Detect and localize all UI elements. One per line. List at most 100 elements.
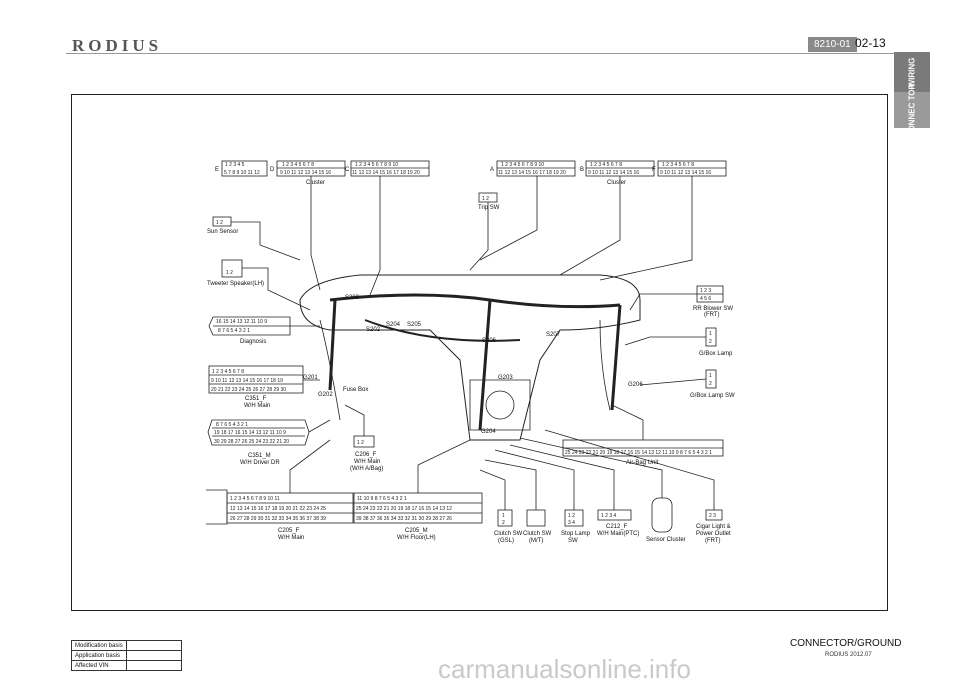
connector-sensor-cluster (651, 497, 673, 533)
svg-text:11 10 9 8 7 6 5 4 3 2 1: 11 10 9 8 7 6 5 4 3 2 1 (357, 496, 407, 502)
svg-text:1: 1 (709, 373, 712, 379)
label-c205f-2: W/H Main (278, 535, 304, 541)
svg-text:25 24 23 22 21 20 19 18 17 16: 25 24 23 22 21 20 19 18 17 16 15 14 13 1… (565, 450, 712, 456)
svg-text:9 10 11 12 13 14 15 16: 9 10 11 12 13 14 15 16 (280, 170, 331, 176)
label-stop-lamp-2: SW (568, 538, 578, 544)
label-cluster-left: Cluster (306, 180, 325, 186)
app-basis-label: Application basis (71, 650, 127, 661)
svg-text:5 7 8 9 10 11 12: 5 7 8 9 10 11 12 (224, 170, 260, 176)
connector-c (350, 160, 430, 177)
label-c206f: C206_F (355, 452, 377, 458)
svg-text:8 7 6 5 4 3 2 1: 8 7 6 5 4 3 2 1 (218, 328, 250, 334)
label-f: F (652, 167, 656, 173)
svg-text:11 12 13 14 15 16 17 18 19 20: 11 12 13 14 15 16 17 18 19 20 (498, 170, 566, 176)
connector-clutch-gsl (497, 509, 513, 527)
svg-text:39 38 37 36 35 34 33 32 31 30: 39 38 37 36 35 34 33 32 31 30 29 28 27 2… (356, 516, 452, 522)
label-cigar-2: Power Outlet (696, 531, 731, 537)
svg-text:3 4: 3 4 (568, 520, 575, 526)
label-trip-sw: Trip SW (478, 205, 500, 211)
label-stop-lamp: Stop Lamp (561, 531, 591, 537)
svg-text:9 10 11 12 13 14 15 16 17 18 1: 9 10 11 12 13 14 15 16 17 18 19 (211, 378, 283, 384)
svg-text:1 2 3 4 5: 1 2 3 4 5 (225, 162, 245, 168)
connector-c212f (597, 509, 632, 521)
label-sensor-cluster: Sensor Cluster (646, 537, 686, 543)
label-s202: S202 (366, 327, 381, 333)
label-c205m: C205_M (405, 528, 428, 534)
mod-basis-label: Modification basis (71, 640, 127, 651)
diagram-frame (71, 94, 888, 611)
svg-text:1 2 3 4 5 6 7 8: 1 2 3 4 5 6 7 8 (212, 369, 244, 375)
connector-c351m (207, 419, 310, 446)
affected-vin-label: Affected VIN (71, 660, 127, 671)
label-a: A (490, 167, 494, 173)
label-s204: S204 (386, 322, 401, 328)
svg-text:16 15 14 13 12 11 10 9: 16 15 14 13 12 11 10 9 (216, 319, 267, 325)
label-sun-sensor: Sun Sensor (207, 229, 238, 235)
svg-text:30 29 28 27 26 25 24 23 22 21: 30 29 28 27 26 25 24 23 22 21 20 (214, 439, 289, 445)
svg-text:11 12 13 14 15 16 17 18 19 20: 11 12 13 14 15 16 17 18 19 20 (352, 170, 420, 176)
connector-c351f (208, 365, 304, 394)
connector-sun-sensor (212, 216, 232, 227)
label-d: D (270, 167, 275, 173)
page-number: 02-13 (855, 36, 886, 50)
label-s206: S206 (482, 338, 497, 344)
label-clutch-mt-2: (M/T) (529, 538, 543, 544)
tab-wiring[interactable]: WIRING (894, 52, 930, 92)
svg-text:19 18 17 16 15 14 13 12 11 10: 19 18 17 16 15 14 13 12 11 10 9 (214, 430, 286, 436)
label-clutch-mt: Clutch SW (523, 531, 552, 537)
brand-logo: RODIUS (72, 36, 163, 55)
svg-text:1 2: 1 2 (216, 220, 223, 226)
svg-text:26 27 28 29 30 31 32 33 34 35: 26 27 28 29 30 31 32 33 34 35 36 37 38 3… (230, 516, 326, 522)
label-gbox-sw: G/Box Lamp SW (690, 393, 735, 399)
label-c351m-2: W/H Driver DR (240, 460, 280, 466)
svg-text:1 2 3 4 5 6 7 8 9 10: 1 2 3 4 5 6 7 8 9 10 (355, 162, 398, 168)
label-s207: S207 (546, 332, 561, 338)
svg-text:1: 1 (502, 513, 505, 519)
label-c: C (345, 167, 350, 173)
svg-text:9 10 11 12 13 14 15 16: 9 10 11 12 13 14 15 16 (660, 170, 711, 176)
label-clutch-gsl: Clutch SW (494, 531, 523, 537)
label-c206f-3: (W/H A/Bag) (350, 466, 383, 472)
svg-text:12 13 14 15 16 17 18 19 20 21: 12 13 14 15 16 17 18 19 20 21 22 23 24 2… (230, 506, 326, 512)
label-cluster-right: Cluster (607, 180, 626, 186)
footer-subtitle: RODIUS 2012.07 (825, 652, 872, 658)
svg-text:2: 2 (502, 520, 505, 526)
svg-text:1 2 3 4 5 6 7 8: 1 2 3 4 5 6 7 8 (662, 162, 694, 168)
connector-tweeter (221, 259, 243, 278)
label-g202: G202 (318, 392, 333, 398)
header-rule (66, 53, 894, 54)
svg-text:9 10 11 12 13 14 15 16: 9 10 11 12 13 14 15 16 (588, 170, 639, 176)
label-c351f: C351_F (245, 396, 267, 402)
label-c351m: C351_M (248, 453, 271, 459)
label-airbag: Air-Bag Unit (626, 460, 659, 466)
label-fuse-box: Fuse Box (343, 387, 368, 393)
label-clutch-gsl-2: (GSL) (498, 538, 514, 544)
label-cigar-3: (FRT) (705, 538, 721, 544)
label-s205: S205 (407, 322, 422, 328)
tab-connector[interactable]: CONNEC TOR (894, 83, 930, 137)
svg-text:1 2: 1 2 (482, 196, 489, 202)
svg-text:8 7 6 5 4 3 2 1: 8 7 6 5 4 3 2 1 (216, 422, 248, 428)
label-c206f-2: W/H Main (354, 459, 380, 465)
label-g204: G204 (481, 429, 496, 435)
label-g201: G201 (303, 375, 318, 381)
svg-text:2: 2 (709, 381, 712, 387)
connector-diagnosis (208, 316, 291, 336)
label-diagnosis: Diagnosis (240, 339, 266, 345)
section-code: 8210-01 (808, 37, 857, 52)
connector-e (221, 160, 268, 177)
svg-text:2: 2 (709, 339, 712, 345)
label-rr-blower: RR Blower SW (693, 306, 733, 312)
label-c351f-2: W/H Main (244, 403, 270, 409)
svg-text:4 5 6: 4 5 6 (700, 296, 711, 302)
svg-text:1 2 3 4 5 6 7 8: 1 2 3 4 5 6 7 8 (282, 162, 314, 168)
label-gbox: G/Box Lamp (699, 351, 733, 357)
svg-text:1 2: 1 2 (357, 440, 364, 446)
footer-title: CONNECTOR/GROUND (790, 638, 902, 649)
watermark[interactable]: carmanualsonline.info (438, 654, 691, 684)
label-g203: G203 (498, 375, 513, 381)
svg-text:25 24 23 22 21 20 19 18 17 16: 25 24 23 22 21 20 19 18 17 16 15 14 13 1… (356, 506, 452, 512)
label-tweeter: Tweeter Speaker(LH) (207, 281, 264, 287)
label-rr-blower-2: (FRT) (704, 312, 720, 318)
